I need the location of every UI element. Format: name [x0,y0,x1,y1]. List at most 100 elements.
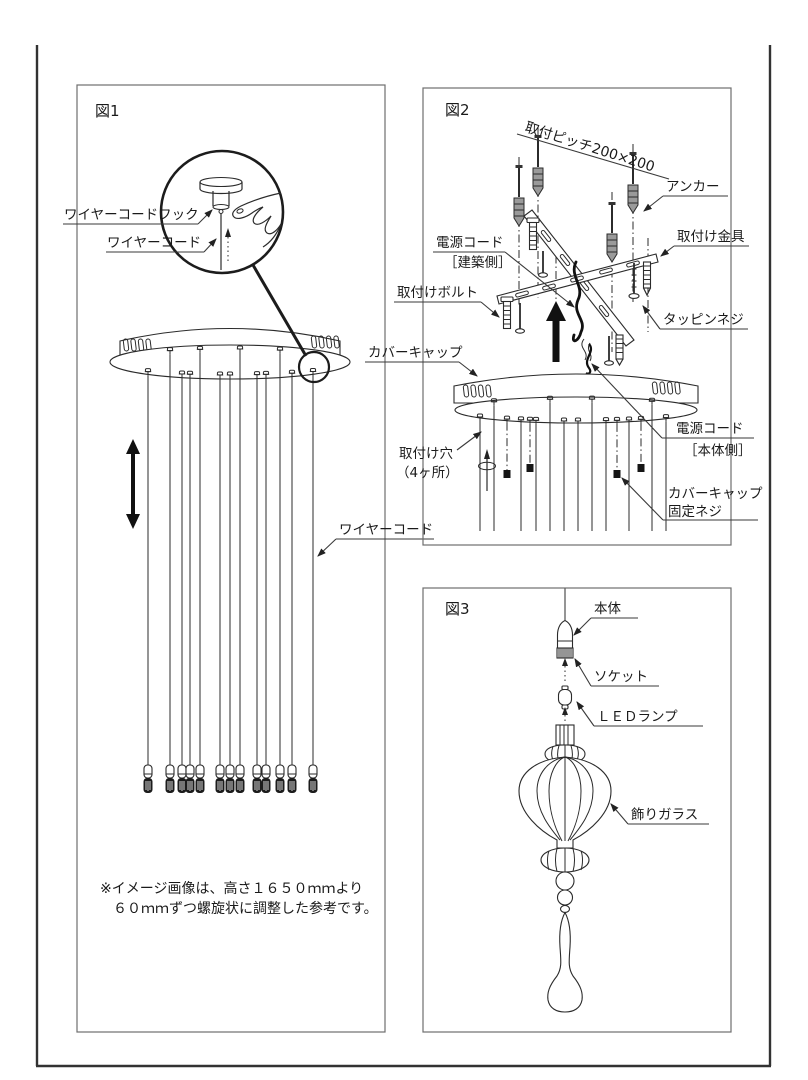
canopy-slot [333,335,340,349]
label-cover-cap: カバーキャップ [368,345,463,361]
hanger-hook-icon [588,398,596,403]
hanger-hook-icon [517,419,525,424]
hanger-hook-icon [574,420,582,425]
leader-led-lamp [576,701,595,727]
assembly-arrowhead [562,658,568,666]
cap-fixing-screw-icon [613,470,621,478]
hanger-hook-icon [144,371,152,376]
label-power-cord-building-1: 電源コード [436,235,504,251]
lift-up-arrow-icon [546,301,566,362]
socket-top [275,764,285,779]
fig2-wires [476,395,670,531]
socket-top [165,764,175,779]
label-bracket: 取付け金具 [677,229,745,245]
label-wire-cord-right: ワイヤーコード [339,522,433,538]
canopy-slot [666,381,674,395]
cap-stem-base [212,203,230,211]
socket-rib-lines [263,781,269,791]
cap-top [199,176,243,188]
cap-rim [199,182,243,195]
hanger-hook-icon [546,398,554,403]
power-cord-body-icon [585,343,593,375]
figure2: 図2 [365,87,763,546]
canopy-slot [318,335,325,349]
anchor-plug-ribs [607,239,617,253]
pull-up-arrowhead [225,228,231,237]
canopy-slot [122,338,130,352]
socket-rib-lines [187,781,193,791]
socket-top [287,764,297,779]
label-hole-2: （4ヶ所） [396,465,459,481]
fig1-wires [143,345,318,793]
fig1-box [76,84,386,1033]
socket-rib-lines [277,781,283,791]
leader-tapping-screw [642,305,661,330]
mounting-bolt-icons [500,217,549,334]
hanger-hook-icon [288,372,296,377]
leader-power-cord-building [504,251,575,308]
canopy-slot [651,381,659,395]
cover-cap-plate [454,396,698,424]
anchor-screw-head [629,152,637,155]
anchors [513,135,639,263]
page-frame [35,45,772,1068]
socket-top [215,764,225,779]
socket-rib-lines [145,781,151,791]
label-wire-cord: ワイヤーコード [107,235,201,251]
label-tapping-screw: タッピンネジ [663,312,744,328]
hanger-hook-icon [236,348,244,353]
figure3: 図3 [422,587,732,1033]
fig2-box [422,87,732,546]
fig3-title: 図3 [445,600,470,618]
anchor-screw-head [515,165,523,168]
led-lamp-icon [557,685,573,710]
label-anchor: アンカー [666,179,719,195]
canopy-slot [462,384,470,398]
label-power-cord-body-1: 電源コード [676,421,744,437]
leader-bracket [660,245,675,257]
anchor-screw-head [608,202,616,205]
anchor-plug-ribs [514,203,524,217]
leader-bolt [480,301,500,318]
canopy-slot [659,381,666,395]
hanger-hook-icon [613,419,621,424]
label-led-lamp: ＬＥＤランプ [597,709,678,725]
anchor-plug-icon [627,184,639,214]
fig1-title: 図1 [95,102,120,120]
canopy-slot [470,384,477,398]
hand-icon [232,192,282,248]
leader-anchor [643,195,664,212]
canopy-slots [122,335,340,352]
hanger-hook-icon [637,418,645,423]
cover-cap-band [453,373,699,404]
height-adjust-arrow-icon [126,439,140,529]
hanger-hook-icon [186,373,194,378]
socket-rib-lines [167,781,173,791]
hanger-hook-icon [309,371,317,376]
leader-cover-cap [458,361,478,377]
canopy-slot [130,338,137,352]
label-socket: ソケット [594,669,648,685]
leader-wire-cord-right [317,538,337,557]
fig1-canopy [109,328,351,793]
socket-rib-lines [237,781,243,791]
fig1-magnifier-detail [159,149,285,275]
hanger-hook-icon [490,401,498,406]
socket-top [235,764,245,779]
anchor-plug-icon [606,233,618,263]
leader-cap-screw [621,477,664,521]
leader-wire-cord [203,238,217,253]
hanger-hook-icon [178,373,186,378]
socket-top [195,764,205,779]
socket-top [252,764,262,779]
hanger-hook-icon [560,420,568,425]
socket-top [225,764,235,779]
label-power-cord-body-2: ［本体側］ [684,443,752,459]
cap-stem [212,191,230,206]
canopy-slot [485,384,492,398]
cap-fixing-screw-icon [526,464,534,472]
canopy-slot [674,381,681,395]
label-body: 本体 [594,601,622,617]
hanger-hook-icon [476,416,484,421]
socket-rib-lines [289,781,295,791]
